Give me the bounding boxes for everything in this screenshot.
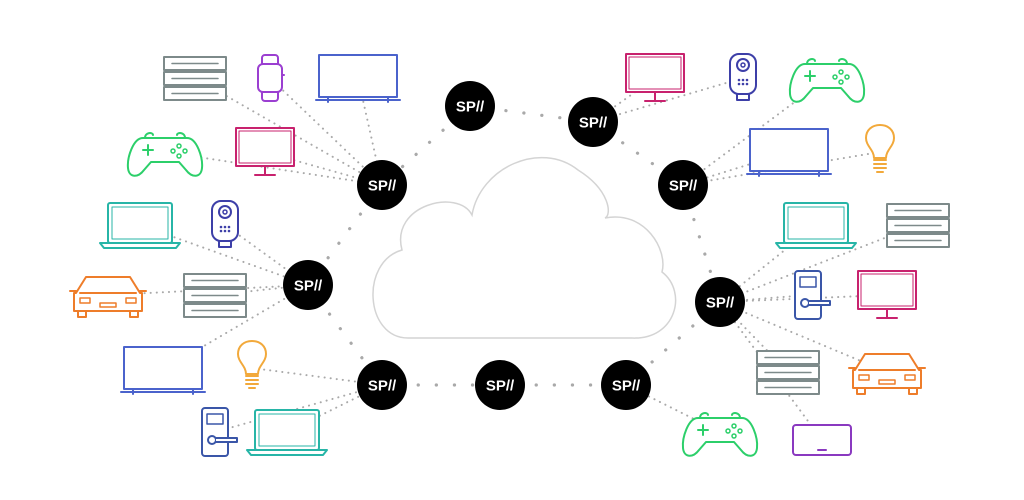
- gamepad-icon: [788, 58, 866, 103]
- hub-circle: [695, 277, 745, 327]
- bulb-icon: [865, 124, 895, 173]
- hub-node: SP//: [475, 360, 525, 410]
- hub-label: SP//: [486, 378, 515, 395]
- hub-label: SP//: [368, 378, 397, 395]
- bulb-icon: [237, 340, 267, 389]
- hub-circle: [357, 360, 407, 410]
- hub-circle: [283, 260, 333, 310]
- hub-node: SP//: [658, 160, 708, 210]
- lock-icon: [201, 407, 238, 457]
- hub-node: SP//: [283, 260, 333, 310]
- hub-circle: [658, 160, 708, 210]
- camera-icon: [211, 200, 239, 248]
- hub-circle: [475, 360, 525, 410]
- hub-label: SP//: [669, 178, 698, 195]
- link-line: [719, 224, 919, 303]
- tv-icon: [746, 128, 832, 177]
- hub-node: SP//: [357, 160, 407, 210]
- laptop-icon: [246, 409, 328, 456]
- hub-label: SP//: [579, 115, 608, 132]
- lock-icon: [794, 270, 831, 320]
- laptop-icon: [775, 202, 857, 249]
- monitor-icon: [235, 127, 295, 176]
- server-icon: [886, 203, 950, 248]
- link-line: [719, 224, 817, 303]
- link-line: [269, 77, 383, 186]
- hub-circle: [601, 360, 651, 410]
- hub-circle: [568, 97, 618, 147]
- gamepad-icon: [681, 412, 759, 457]
- watch-icon: [257, 54, 285, 102]
- hub-circle: [445, 81, 495, 131]
- monitor-icon: [625, 53, 685, 102]
- laptop-icon: [99, 202, 181, 249]
- phone-icon: [792, 424, 852, 456]
- hub-node: SP//: [357, 360, 407, 410]
- car-icon: [69, 276, 147, 318]
- link-line: [719, 301, 789, 373]
- camera-icon: [729, 53, 757, 101]
- hub-circle: [357, 160, 407, 210]
- tv-icon: [120, 346, 206, 395]
- link-line: [162, 284, 309, 371]
- hub-label: SP//: [456, 99, 485, 116]
- hub-node: SP//: [601, 360, 651, 410]
- car-icon: [848, 353, 926, 395]
- gamepad-icon: [126, 132, 204, 177]
- monitor-icon: [857, 270, 917, 319]
- hub-label: SP//: [294, 278, 323, 295]
- hub-label: SP//: [368, 178, 397, 195]
- cloud-icon: [372, 156, 677, 339]
- hub-node: SP//: [568, 97, 618, 147]
- tv-icon: [315, 54, 401, 103]
- link-line: [719, 301, 888, 373]
- hub-node: SP//: [695, 277, 745, 327]
- server-icon: [756, 350, 820, 395]
- server-icon: [183, 273, 247, 318]
- hub-label: SP//: [706, 295, 735, 312]
- hub-label: SP//: [612, 378, 641, 395]
- link-line: [264, 151, 383, 186]
- server-icon: [163, 56, 227, 101]
- hub-node: SP//: [445, 81, 495, 131]
